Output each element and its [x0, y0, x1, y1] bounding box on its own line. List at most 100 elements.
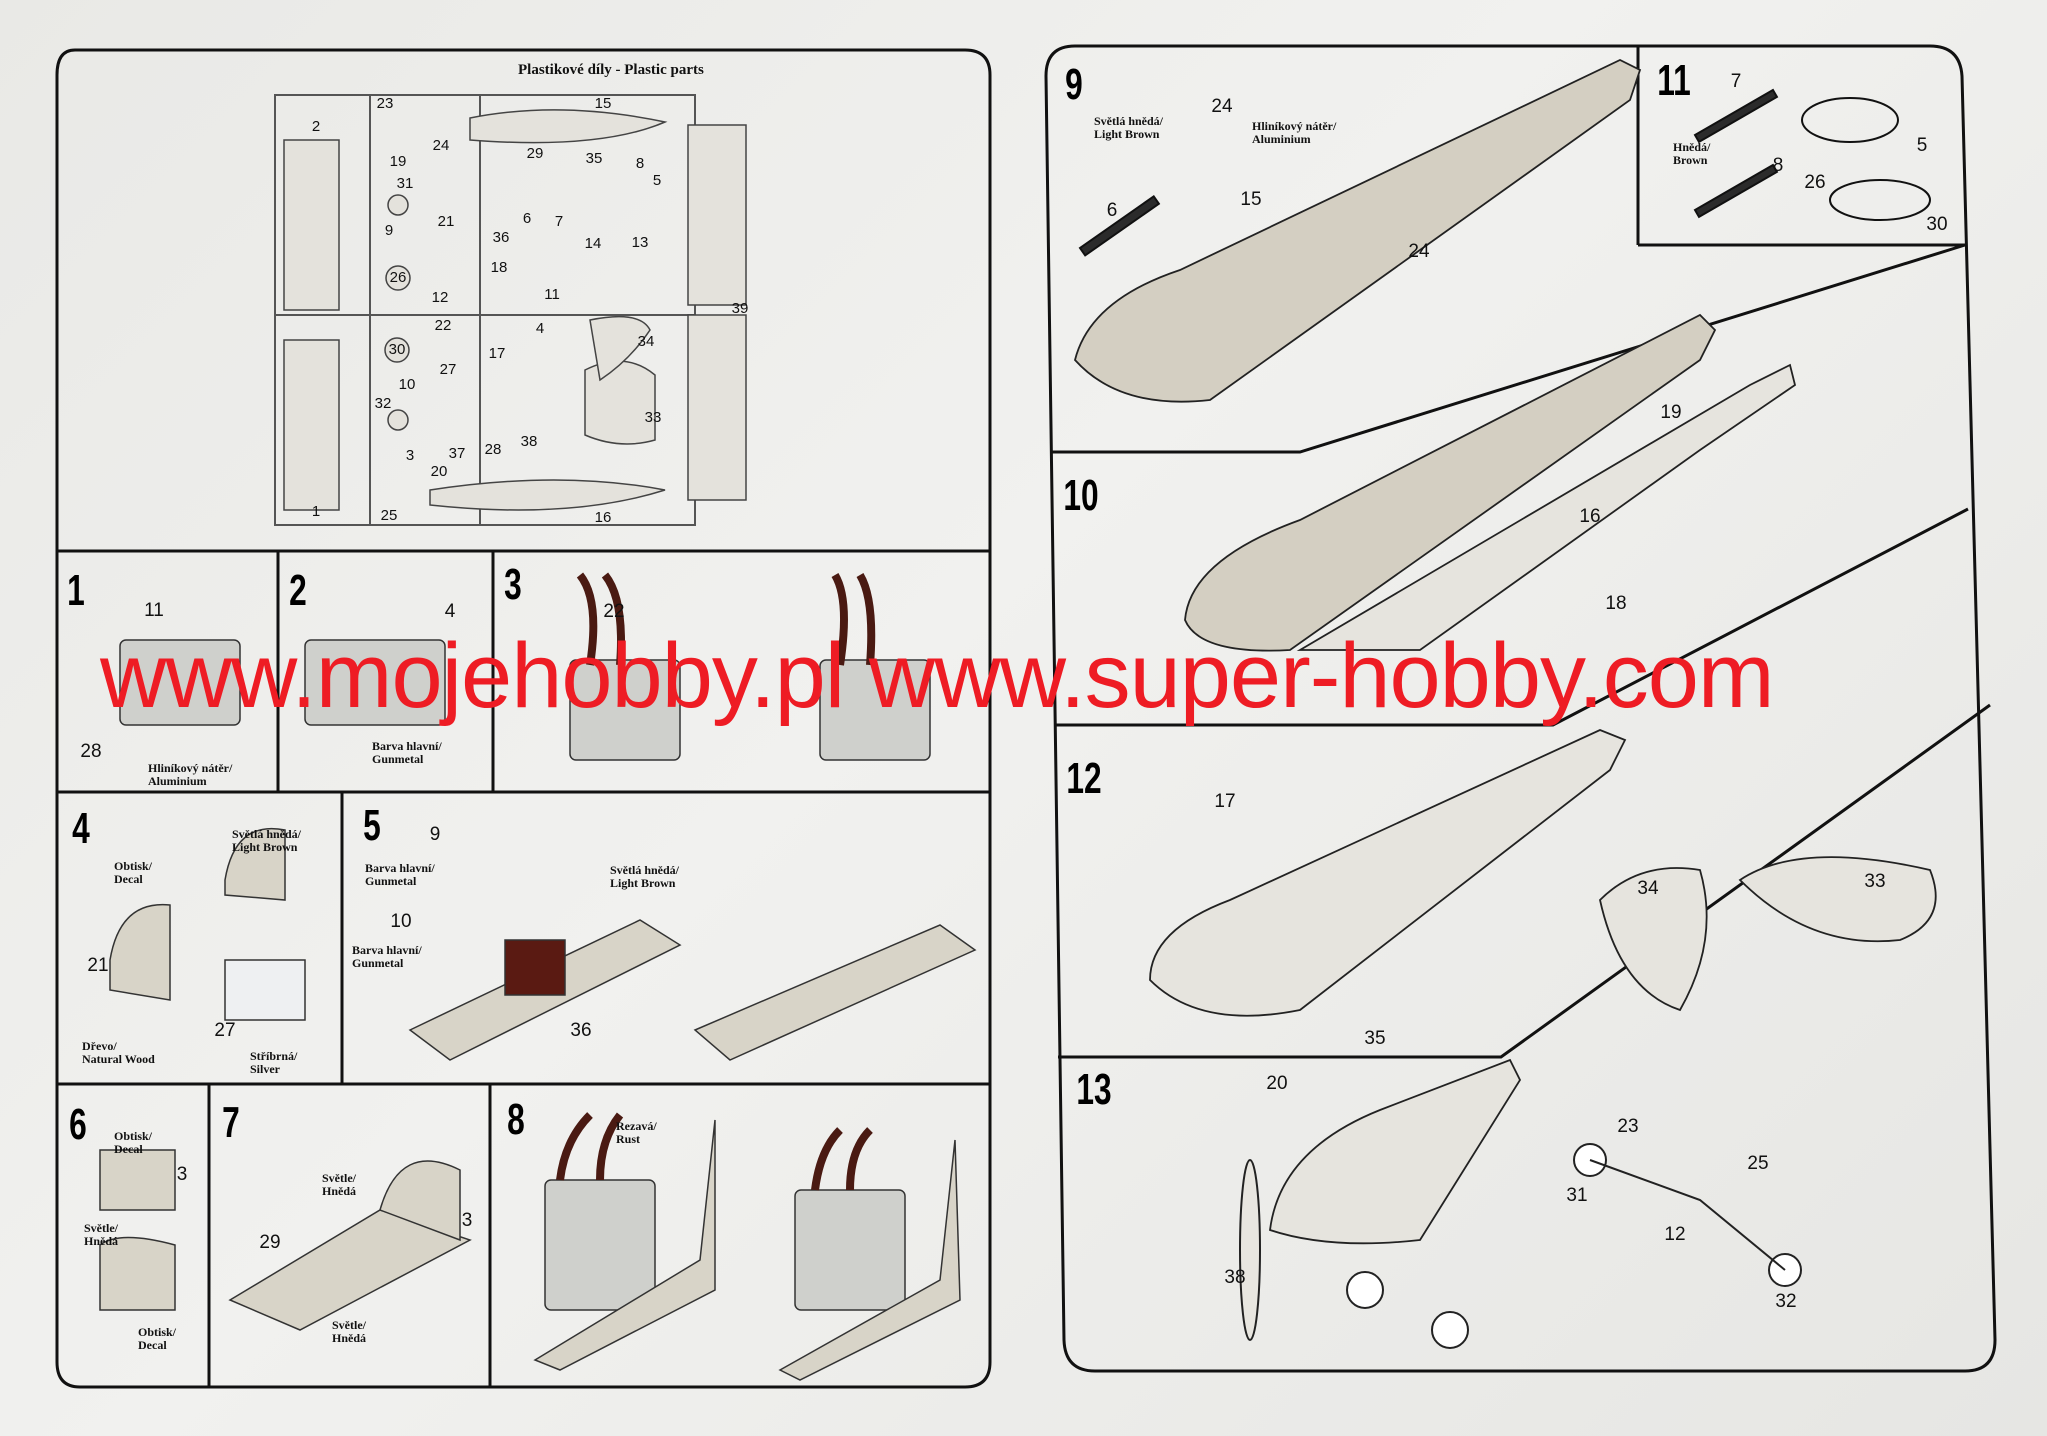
part-number: 18: [490, 259, 508, 276]
wing-upper-left: [283, 139, 340, 311]
wing-upper-right: [687, 124, 747, 306]
fuselage-step-12: [1149, 729, 1627, 1017]
fuselage-step-10-right: [1296, 363, 1797, 651]
part-number: 2: [311, 118, 321, 135]
part-label: 12: [1664, 1224, 1686, 1245]
tail-step-12: [1599, 867, 1708, 1012]
part-number: 16: [594, 509, 612, 526]
part-label: 22: [603, 601, 625, 622]
step-number-13: 13: [1076, 1065, 1112, 1114]
engine-drawings: [119, 639, 931, 1311]
part-label: 9: [429, 824, 441, 845]
left-frame: [55, 48, 992, 1389]
part-label: 28: [80, 741, 102, 762]
part-label: 17: [1214, 791, 1236, 812]
watermark-text: www.mojehobby.pl www.super-hobby.com: [100, 625, 1775, 727]
paint-callout: Světlá hnědá/ Light Brown: [610, 863, 680, 890]
part-number: 39: [731, 300, 749, 317]
part-label: 3: [176, 1164, 188, 1185]
fuselage-half-16: [429, 479, 666, 511]
part-number: 33: [644, 409, 662, 426]
part-number: 22: [434, 317, 452, 334]
paint-callout: Hliníkový nátěr/ Aluminium: [148, 761, 233, 788]
part-label: 31: [1566, 1185, 1588, 1206]
part-number: 25: [380, 507, 398, 524]
part-number: 7: [554, 213, 564, 230]
part-number: 12: [431, 289, 449, 306]
part-number: 37: [448, 445, 466, 462]
part-number: 36: [492, 229, 510, 246]
paint-callout: Barva hlavní/ Gunmetal: [365, 861, 435, 888]
step-number-3: 3: [504, 560, 522, 609]
part-label: 26: [1804, 172, 1826, 193]
machine-guns: [1078, 88, 1931, 257]
paint-callout: Světle/ Hnědá: [332, 1318, 367, 1345]
part-number: 31: [396, 175, 414, 192]
part-number: 34: [637, 333, 655, 350]
paint-callout: Světle/ Hnědá: [322, 1171, 357, 1198]
part-label: 4: [444, 601, 456, 622]
right-frame: [1044, 44, 1997, 1373]
part-number: 3: [405, 447, 415, 464]
step-number-1: 1: [67, 566, 85, 615]
step-number-11: 11: [1657, 56, 1691, 105]
part-number: 23: [376, 95, 394, 112]
part-label: 25: [1747, 1153, 1769, 1174]
part-label: 34: [1637, 878, 1659, 899]
paint-callout: Stříbrná/ Silver: [250, 1049, 298, 1076]
fuselage-step-9: [1074, 58, 1642, 403]
step-number-2: 2: [289, 566, 307, 615]
part-number: 9: [384, 222, 394, 239]
seat-and-floor-drawings: [99, 827, 977, 1381]
part-number: 26: [389, 269, 407, 286]
part-label: 10: [390, 911, 412, 932]
part-label: 35: [1364, 1028, 1386, 1049]
wheel-30: [384, 337, 410, 363]
part-number: 6: [522, 210, 532, 227]
wing-lower-right: [687, 314, 747, 501]
decal-callout: Obtisk/ Decal: [114, 859, 153, 886]
part-label: 15: [1240, 189, 1262, 210]
exhaust-pipes: [556, 572, 876, 1191]
part-number: 30: [388, 341, 406, 358]
step-number-4: 4: [72, 804, 90, 853]
part-number: 11: [544, 286, 560, 303]
part-label: 38: [1224, 1267, 1246, 1288]
fuselage-step-10-left: [1184, 313, 1717, 652]
paint-callout: Dřevo/ Natural Wood: [82, 1039, 155, 1066]
part-label: 6: [1106, 200, 1118, 221]
fuselage-half-15: [469, 109, 668, 144]
paint-callout: Světle/ Hnědá: [84, 1221, 119, 1248]
part-label: 11: [144, 600, 164, 621]
step-number-6: 6: [69, 1100, 87, 1149]
wheel-31: [387, 194, 409, 216]
part-number: 27: [439, 361, 457, 378]
part-label: 33: [1864, 871, 1886, 892]
part-label: 30: [1926, 214, 1948, 235]
paint-callout: Světlá hnědá/ Light Brown: [232, 827, 302, 854]
decal-callout: Obtisk/ Decal: [138, 1325, 177, 1352]
part-number: 10: [398, 376, 416, 393]
paint-callout: Hnědá/ Brown: [1673, 140, 1711, 167]
part-label: 29: [259, 1232, 281, 1253]
tailplane-step-12: [1738, 856, 1937, 943]
part-number: 13: [631, 234, 649, 251]
part-number: 17: [488, 345, 506, 362]
part-label: 7: [1730, 71, 1742, 92]
sprue-parts: [283, 109, 747, 511]
part-number: 20: [430, 463, 448, 480]
part-label: 21: [87, 955, 109, 976]
wheel-32: [387, 409, 409, 431]
part-number: 14: [584, 235, 602, 252]
plastic-parts-title: Plastikové díly - Plastic parts: [518, 62, 704, 78]
part-number: 21: [437, 213, 455, 230]
part-label: 27: [214, 1020, 236, 1041]
wheels: [1239, 1143, 1802, 1349]
sprue-frame: [274, 94, 696, 526]
part-label: 32: [1775, 1291, 1797, 1312]
wing-lower-left: [283, 339, 340, 511]
part-number: 29: [526, 145, 544, 162]
part-number: 19: [389, 153, 407, 170]
step-number-9: 9: [1065, 60, 1083, 109]
